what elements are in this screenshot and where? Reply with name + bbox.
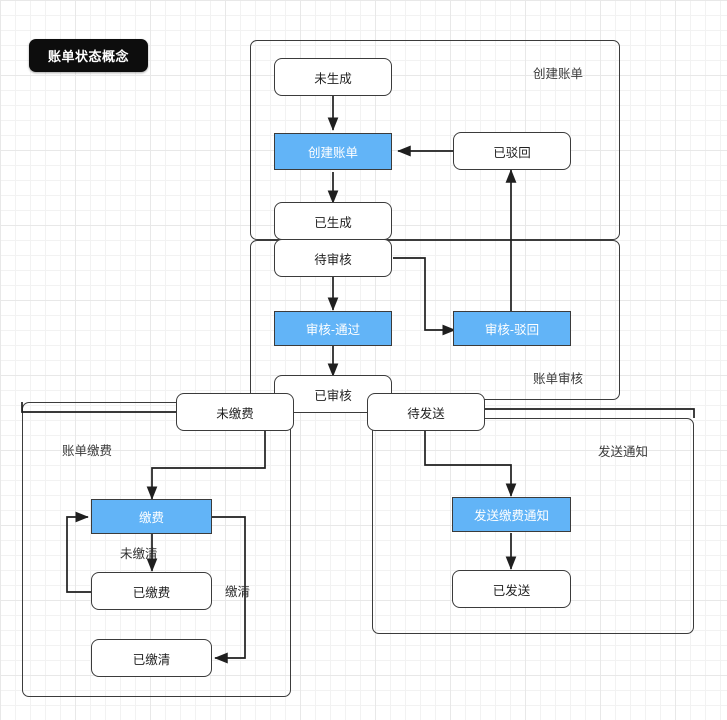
node-label: 审核-通过 bbox=[305, 323, 361, 337]
node-pending-send[interactable]: 待发送 bbox=[367, 393, 485, 431]
node-rejected[interactable]: 已驳回 bbox=[453, 132, 571, 170]
node-generated[interactable]: 已生成 bbox=[274, 202, 392, 240]
node-label: 未缴费 bbox=[216, 406, 254, 421]
diagram-title-badge: 账单状态概念 bbox=[29, 39, 148, 72]
node-create-bill[interactable]: 创建账单 bbox=[274, 133, 392, 170]
node-paid[interactable]: 已缴费 bbox=[91, 572, 212, 610]
node-label: 缴费 bbox=[138, 511, 164, 525]
edge-label-settled: 缴清 bbox=[225, 585, 251, 599]
node-label: 待审核 bbox=[314, 252, 352, 267]
group-label-bill-payment: 账单缴费 bbox=[62, 444, 113, 458]
group-send-notice[interactable] bbox=[372, 418, 694, 634]
node-review-reject[interactable]: 审核-驳回 bbox=[453, 311, 571, 346]
node-label: 已生成 bbox=[314, 215, 352, 230]
node-label: 发送缴费通知 bbox=[473, 509, 549, 523]
group-label-bill-review: 账单审核 bbox=[533, 372, 584, 386]
node-label: 已审核 bbox=[314, 388, 352, 403]
node-label: 审核-驳回 bbox=[484, 323, 540, 337]
node-label: 已缴清 bbox=[132, 652, 171, 667]
node-label: 待发送 bbox=[407, 406, 445, 421]
node-settled[interactable]: 已缴清 bbox=[91, 639, 212, 677]
group-create-bill[interactable] bbox=[250, 40, 620, 240]
node-label: 已缴费 bbox=[132, 585, 171, 600]
group-label-send-notice: 发送通知 bbox=[598, 445, 649, 459]
node-label: 未生成 bbox=[314, 71, 352, 86]
node-send-notice[interactable]: 发送缴费通知 bbox=[452, 497, 571, 532]
node-not-generated[interactable]: 未生成 bbox=[274, 58, 392, 96]
node-label: 创建账单 bbox=[307, 146, 358, 160]
node-sent[interactable]: 已发送 bbox=[452, 570, 571, 608]
rail-pending-send-right bbox=[478, 408, 695, 418]
group-label-create-bill: 创建账单 bbox=[533, 67, 584, 81]
node-pay[interactable]: 缴费 bbox=[91, 499, 212, 534]
node-pending-review[interactable]: 待审核 bbox=[274, 239, 392, 277]
node-review-pass[interactable]: 审核-通过 bbox=[274, 311, 392, 346]
node-label: 已驳回 bbox=[493, 145, 531, 160]
node-label: 已发送 bbox=[492, 583, 531, 598]
node-unpaid[interactable]: 未缴费 bbox=[176, 393, 294, 431]
edge-label-not-settled: 未缴清 bbox=[120, 547, 158, 561]
